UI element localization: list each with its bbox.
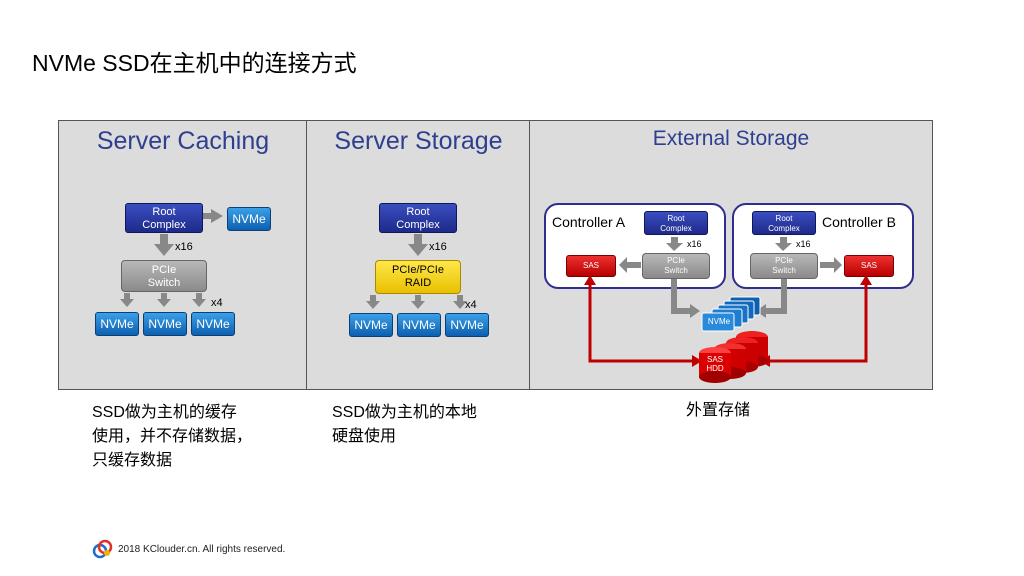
panel-title-caching: Server Caching: [96, 127, 270, 155]
storage-arrows: [366, 234, 467, 309]
copyright-footer: 2018 KClouder.cn. All rights reserved.: [118, 544, 286, 555]
caption-external: 外置存储: [686, 402, 751, 419]
kclouder-logo-icon: [92, 539, 113, 559]
nvme-stack-icon: [701, 296, 761, 332]
nvme-drive: NVMe: [349, 313, 393, 337]
panel-title-storage: Server Storage: [334, 127, 503, 155]
lane-width-label: x4: [465, 299, 477, 311]
controller-a: Controller A Root Complex x16 PCIe Switc…: [544, 203, 726, 289]
nvme-drive: NVMe: [191, 312, 235, 336]
caption-caching: SSD做为主机的缓存 使用，并不存储数据， 只缓存数据: [92, 404, 253, 469]
hdd-stack-label: SAS HDD: [706, 355, 724, 373]
nvme-drive: NVMe: [445, 313, 489, 337]
external-links: [584, 275, 872, 383]
nvme-side-box: NVMe: [227, 207, 271, 231]
nvme-drive: NVMe: [143, 312, 187, 336]
link-width-label: x16: [429, 241, 447, 253]
panel-external-storage: External Storage Controller A Root Compl…: [529, 120, 933, 390]
controller-b: Controller B Root Complex x16 PCIe Switc…: [732, 203, 914, 289]
nvme-drive: NVMe: [397, 313, 441, 337]
pcie-switch-box: PCIe Switch: [750, 253, 818, 279]
hdd-stack-icon: [699, 331, 768, 383]
nvme-stack-label: NVMe: [707, 317, 731, 326]
controller-b-arrows: [775, 237, 842, 273]
pcie-switch-box: PCIe Switch: [121, 260, 207, 292]
link-width-label: x16: [796, 239, 811, 249]
root-complex-box: Root Complex: [644, 211, 708, 235]
root-complex-box: Root Complex: [125, 203, 203, 233]
controller-a-arrows: [619, 237, 683, 273]
sas-box: SAS: [566, 255, 616, 277]
pcie-raid-box: PCIe/PCIe RAID: [375, 260, 461, 294]
link-width-label: x16: [687, 239, 702, 249]
nvme-drive: NVMe: [95, 312, 139, 336]
pcie-switch-box: PCIe Switch: [642, 253, 710, 279]
root-complex-box: Root Complex: [379, 203, 457, 233]
controller-b-title: Controller B: [822, 214, 896, 230]
panel-title-external: External Storage: [652, 127, 810, 150]
panel-server-storage: Server Storage Root Complex x16 PCIe/PCI…: [306, 120, 531, 390]
link-width-label: x16: [175, 241, 193, 253]
lane-width-label: x4: [211, 297, 223, 309]
caching-arrows: [120, 209, 223, 307]
sas-box: SAS: [844, 255, 894, 277]
root-complex-box: Root Complex: [752, 211, 816, 235]
slide-title: NVMe SSD在主机中的连接方式: [32, 50, 357, 76]
caption-storage: SSD做为主机的本地 硬盘使用: [332, 404, 477, 445]
panel-server-caching: Server Caching Root Complex NVMe x16 PCI…: [58, 120, 308, 390]
controller-a-title: Controller A: [552, 214, 626, 230]
